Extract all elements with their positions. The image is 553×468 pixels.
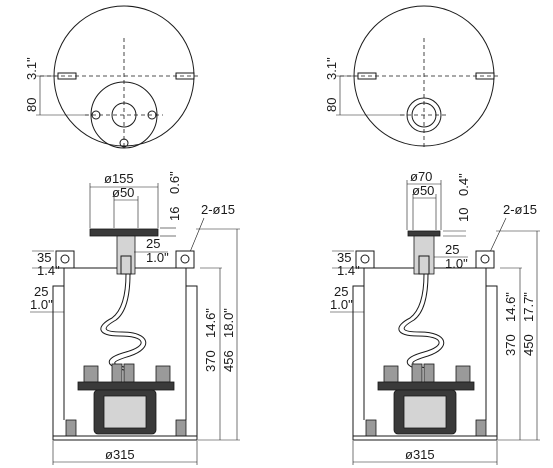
left-lug-hole xyxy=(180,254,190,264)
left-base-plate xyxy=(52,435,198,441)
right-top-dim-inch: 3.1" xyxy=(324,57,339,80)
right-flange-dia-label: ø70 xyxy=(410,169,432,184)
left-hook-mm: 35 xyxy=(37,250,51,265)
right-terminal-bar xyxy=(377,381,475,391)
left-coil-wire xyxy=(100,273,142,382)
right-lug-right xyxy=(475,250,495,269)
right-foot xyxy=(365,419,377,437)
left-terminal xyxy=(155,365,171,383)
right-top-slot-left xyxy=(357,72,377,80)
left-body-mm: 370 xyxy=(203,350,218,372)
right-body-inch: 14.6" xyxy=(503,292,518,322)
left-offset-inch: 1.0" xyxy=(146,250,169,265)
right-offset-mm: 25 xyxy=(445,242,459,257)
left-front-view: ø155 ø50 16 0.6" 2-ø15 xyxy=(30,171,240,465)
right-base-dia-label: ø315 xyxy=(405,447,435,462)
right-foot xyxy=(475,419,487,437)
left-lug-left xyxy=(55,250,75,269)
left-thk-mm: 16 xyxy=(167,207,182,221)
right-total-inch: 17.7" xyxy=(521,292,536,322)
right-top-dim-mm: 80 xyxy=(324,98,339,112)
right-flange-plate xyxy=(407,230,441,237)
right-holes-leader xyxy=(489,217,507,253)
left-offset2-mm: 25 xyxy=(34,284,48,299)
right-hook-mm: 35 xyxy=(337,250,351,265)
left-top-bolt-hole xyxy=(147,110,157,120)
left-holes-label: 2-ø15 xyxy=(201,202,235,217)
right-coil-wire xyxy=(403,273,445,382)
left-offset-mm: 25 xyxy=(146,236,160,251)
right-offset-inch: 1.0" xyxy=(445,256,468,271)
left-contactor-window xyxy=(103,395,147,429)
left-top-slot-right xyxy=(175,72,195,80)
right-body-mm: 370 xyxy=(503,334,518,356)
left-top-dim-inch: 3.1" xyxy=(24,57,39,80)
right-contactor-window xyxy=(403,395,447,429)
left-coil-wire xyxy=(105,273,147,382)
left-stem xyxy=(116,235,136,275)
right-terminal xyxy=(411,363,423,383)
right-offset2-inch: 1.0" xyxy=(330,297,353,312)
left-holes-leader xyxy=(189,217,205,253)
left-total-mm: 456 xyxy=(221,350,236,372)
left-thk-inch: 0.6" xyxy=(167,171,182,194)
right-terminal xyxy=(423,363,435,383)
left-flange-dia-label: ø155 xyxy=(104,171,134,186)
right-offset2-mm: 25 xyxy=(334,284,348,299)
left-foot xyxy=(65,419,77,437)
left-top-bolt-hole xyxy=(119,138,129,148)
left-top-bolt-hole xyxy=(91,110,101,120)
left-lug-right xyxy=(175,250,195,269)
right-lug-hole xyxy=(480,254,490,264)
right-terminal xyxy=(455,365,471,383)
left-offset2-inch: 1.0" xyxy=(30,297,53,312)
right-coil-wire xyxy=(398,273,440,382)
right-thk-mm: 10 xyxy=(456,208,471,222)
right-base-plate xyxy=(352,435,498,441)
right-holes-label: 2-ø15 xyxy=(503,202,537,217)
left-terminal xyxy=(123,363,135,383)
left-top-view: 80 3.1" xyxy=(24,5,200,150)
left-foot xyxy=(175,419,187,437)
left-total-inch: 18.0" xyxy=(221,308,236,338)
right-lug-hole xyxy=(360,254,370,264)
right-stem xyxy=(413,235,435,275)
left-body-inch: 14.6" xyxy=(203,308,218,338)
right-total-mm: 450 xyxy=(521,334,536,356)
left-hook-inch: 1.4" xyxy=(37,263,60,278)
left-top-dim-mm: 80 xyxy=(24,98,39,112)
right-bore-dia-label: ø50 xyxy=(412,183,434,198)
right-hook-inch: 1.4" xyxy=(337,263,360,278)
left-terminal xyxy=(83,365,99,383)
right-lug-left xyxy=(355,250,375,269)
right-thk-inch: 0.4" xyxy=(456,173,471,196)
left-top-slot-left xyxy=(57,72,77,80)
right-front-view: ø70 ø50 10 0.4" 2-ø15 xyxy=(330,169,540,465)
right-top-view: 80 3.1" xyxy=(324,5,500,150)
right-terminal xyxy=(383,365,399,383)
left-base-dia-label: ø315 xyxy=(105,447,135,462)
left-lug-hole xyxy=(60,254,70,264)
left-terminal-bar xyxy=(77,381,175,391)
left-flange-plate xyxy=(89,228,159,237)
left-bore-dia-label: ø50 xyxy=(112,185,134,200)
left-terminal xyxy=(111,363,123,383)
right-top-slot-right xyxy=(475,72,495,80)
